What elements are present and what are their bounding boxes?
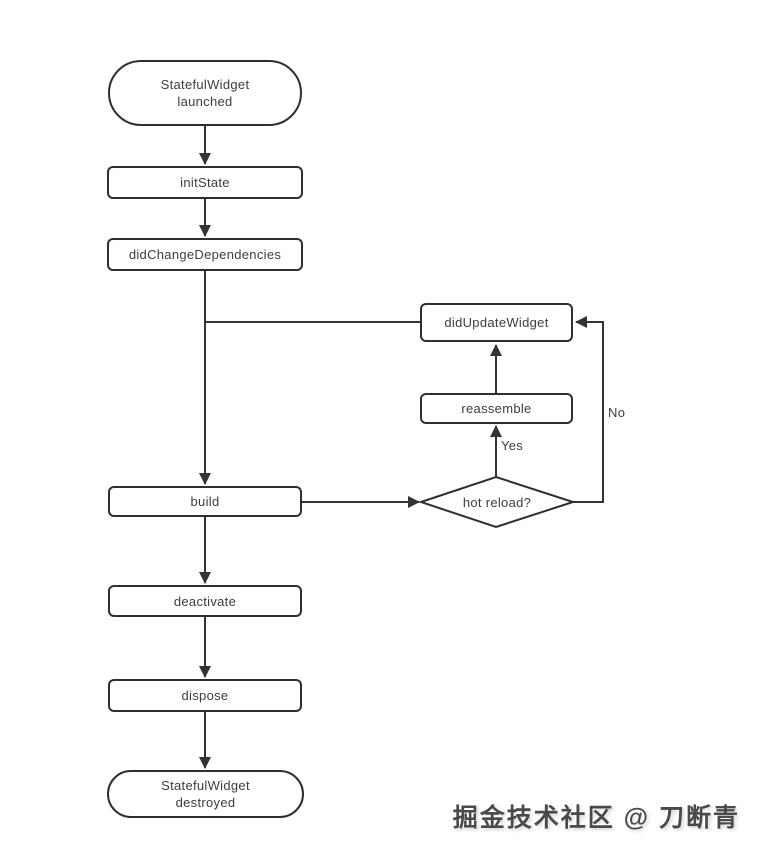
node-deactivate-label: deactivate <box>173 593 237 609</box>
edge-hotreload-no-to-didupdatewidget <box>573 316 604 503</box>
node-hot-reload-label: hot reload? <box>437 492 557 512</box>
watermark-text: 掘金技术社区 @ 刀断青 <box>452 804 740 832</box>
edge-label-yes: Yes <box>501 438 524 453</box>
node-hot-reload-shape <box>417 475 577 529</box>
node-build: build <box>108 486 302 517</box>
node-statefulwidget-launched-label: StatefulWidget launched <box>160 77 250 109</box>
node-initstate: initState <box>107 166 303 199</box>
node-initstate-label: initState <box>180 175 230 190</box>
node-reassemble: reassemble <box>420 393 573 424</box>
node-dispose-label: dispose <box>181 688 229 703</box>
node-didupdatewidget-label: didUpdateWidget <box>444 315 549 330</box>
node-didchangedependencies: didChangeDependencies <box>107 238 303 271</box>
node-build-label: build <box>190 494 220 509</box>
node-statefulwidget-destroyed: StatefulWidget destroyed <box>107 770 304 818</box>
node-dispose: dispose <box>108 679 302 712</box>
node-reassemble-label: reassemble <box>461 401 532 416</box>
node-deactivate: deactivate <box>108 585 302 617</box>
edge-label-no: No <box>608 405 626 420</box>
node-hot-reload-label-text: hot reload? <box>462 494 532 510</box>
node-statefulwidget-destroyed-label: StatefulWidget destroyed <box>161 778 250 810</box>
node-didchangedependencies-label: didChangeDependencies <box>128 247 282 262</box>
node-didupdatewidget: didUpdateWidget <box>420 303 573 342</box>
node-statefulwidget-launched: StatefulWidget launched <box>108 60 302 126</box>
